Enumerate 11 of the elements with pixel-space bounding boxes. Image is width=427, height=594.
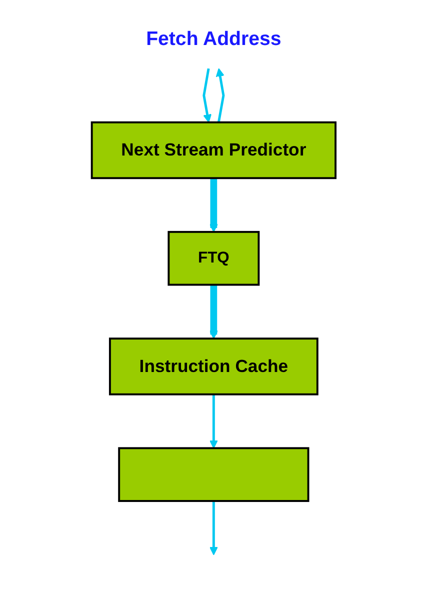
arrow xyxy=(209,394,218,449)
node-text: Fetch Address xyxy=(146,28,282,50)
node-box: Next Stream Predictor xyxy=(90,121,336,180)
node-bar xyxy=(118,447,310,502)
node-box: FTQ xyxy=(168,230,260,286)
arrow xyxy=(216,68,225,123)
arrow xyxy=(209,178,218,232)
arrow xyxy=(202,68,212,123)
arrow xyxy=(209,284,218,339)
node-box: Instruction Cache xyxy=(108,338,318,396)
arrow xyxy=(209,501,218,556)
